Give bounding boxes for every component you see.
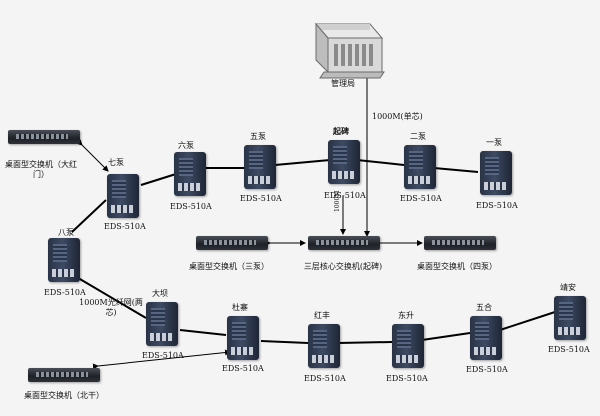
link-duzhai-hongfeng: [260, 340, 309, 344]
label-desk-sanbeng: 桌面型交换机（三泵）: [189, 262, 269, 271]
industrial-switch-icon: [227, 316, 259, 360]
label-qibei: 起碑: [333, 126, 349, 136]
link-wubeng-qibei: [274, 159, 331, 166]
label-erbeng: 二泵: [410, 132, 426, 141]
label-model-babeng: EDS-510A: [44, 288, 86, 297]
label-model-qibei: EDS-510A: [324, 191, 366, 200]
rack-switch-icon: [424, 236, 496, 250]
rack-switch-icon: [308, 236, 380, 250]
link-dahongmen-qibeng: [76, 139, 109, 172]
label-qibeng: 七泵: [108, 158, 124, 167]
label-desk-beigan: 桌面型交换机（北干）: [24, 391, 104, 400]
server-building-icon: [314, 22, 385, 79]
label-model-hongfeng: EDS-510A: [304, 374, 346, 383]
label-babeng: 八泵: [58, 228, 74, 237]
label-model-jingan: EDS-510A: [548, 345, 590, 354]
rack-switch-icon: [28, 368, 100, 382]
link-dongsheng-wuhe: [421, 332, 471, 341]
label-mgmt: 管理局: [331, 79, 355, 88]
label-jingan: 靖安: [560, 283, 576, 292]
label-model-erbeng: EDS-510A: [400, 194, 442, 203]
link-qibei-erbeng: [356, 159, 405, 166]
link-beigan-duzhai: [92, 349, 231, 370]
industrial-switch-icon: [308, 324, 340, 368]
industrial-switch-icon: [107, 174, 139, 218]
link-qibeng-babeng: [71, 199, 107, 233]
industrial-switch-icon: [470, 316, 502, 360]
label-hongfeng: 红丰: [314, 311, 330, 320]
industrial-switch-icon: [328, 140, 360, 184]
industrial-switch-icon: [404, 145, 436, 189]
label-core: 三层核心交换机(起碑): [303, 262, 383, 271]
rack-switch-icon: [196, 236, 268, 250]
link-babeng-daba: [67, 271, 147, 319]
link-qibeng-liubeng: [140, 173, 177, 186]
industrial-switch-icon: [174, 152, 206, 196]
link-daba-duzhai: [179, 329, 227, 336]
rack-switch-icon: [8, 130, 80, 144]
industrial-switch-icon: [392, 324, 424, 368]
label-liubeng: 六泵: [178, 141, 194, 150]
label-wuhe: 五合: [476, 303, 492, 312]
label-model-yibeng: EDS-510A: [476, 201, 518, 210]
label-fiber-note: 1000M光纤网(两芯): [79, 298, 143, 317]
label-duzhai: 杜寨: [232, 303, 248, 312]
industrial-switch-icon: [146, 302, 178, 346]
label-desk-dahongmen: 桌面型交换机（大红门）: [5, 160, 77, 179]
link-hongfeng-dongsheng: [337, 341, 393, 344]
label-vertical-1000m: 1000M: [334, 190, 341, 212]
label-model-liubeng: EDS-510A: [170, 202, 212, 211]
label-desk-sibeng: 桌面型交换机（四泵）: [417, 262, 497, 271]
label-uplink: 1000M(单芯): [372, 112, 423, 121]
link-erbeng-yibeng: [433, 167, 479, 173]
label-model-daba: EDS-510A: [142, 351, 184, 360]
label-yibeng: 一泵: [486, 138, 502, 147]
link-wuhe-jingan: [499, 311, 556, 331]
label-model-duzhai: EDS-510A: [222, 364, 264, 373]
label-model-qibeng: EDS-510A: [104, 222, 146, 231]
industrial-switch-icon: [48, 238, 80, 282]
label-daba: 大坝: [152, 289, 168, 298]
label-wubeng: 五泵: [250, 132, 266, 141]
management-server: [300, 10, 390, 82]
industrial-switch-icon: [244, 145, 276, 189]
label-model-dongsheng: EDS-510A: [386, 374, 428, 383]
industrial-switch-icon: [554, 296, 586, 340]
label-model-wuhe: EDS-510A: [466, 365, 508, 374]
label-dongsheng: 东升: [398, 311, 414, 320]
industrial-switch-icon: [480, 151, 512, 195]
label-model-wubeng: EDS-510A: [240, 194, 282, 203]
